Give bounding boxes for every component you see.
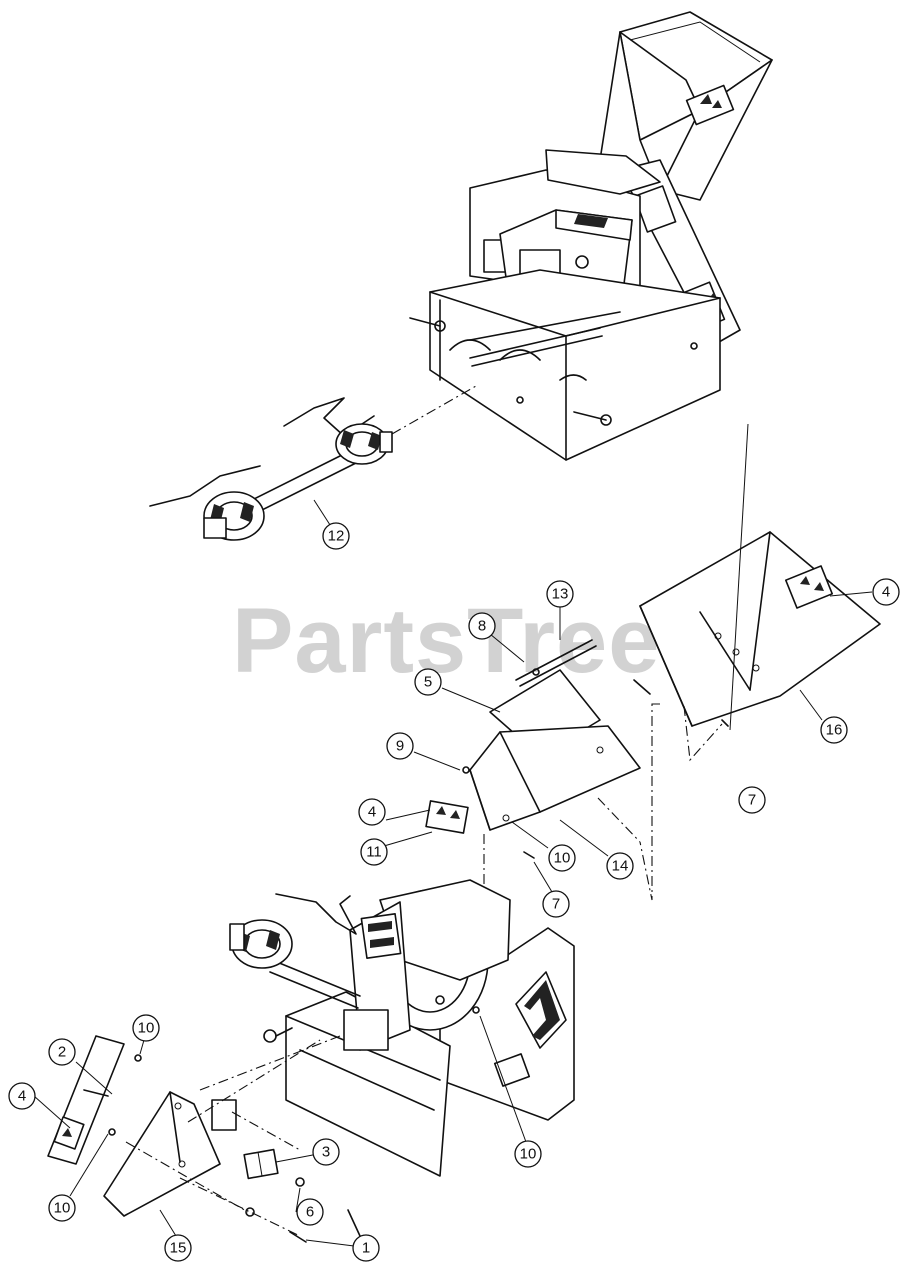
callout-9: 9 [386, 732, 414, 760]
callout-5: 5 [414, 668, 442, 696]
svg-text:10: 10 [54, 1200, 71, 1217]
svg-text:10: 10 [554, 850, 571, 867]
callout-4-decal: 4 [358, 798, 386, 826]
svg-text:6: 6 [306, 1204, 314, 1221]
svg-text:10: 10 [520, 1146, 537, 1163]
svg-text:13: 13 [552, 586, 569, 603]
svg-text:4: 4 [368, 804, 376, 821]
callout-16: 16 [820, 716, 848, 744]
callout-11: 11 [360, 838, 388, 866]
callout-4-hopper: 4 [872, 578, 900, 606]
watermark: PartsTree TM [232, 590, 688, 692]
callout-4-strip: 4 [8, 1082, 36, 1110]
exploded-upper-parts [425, 531, 881, 920]
svg-text:16: 16 [826, 722, 843, 739]
svg-text:4: 4 [882, 584, 890, 601]
svg-text:2: 2 [58, 1044, 66, 1061]
svg-text:1: 1 [362, 1240, 370, 1257]
svg-text:9: 9 [396, 738, 404, 755]
svg-text:12: 12 [328, 528, 345, 545]
callout-12: 12 [322, 522, 350, 550]
callout-2: 2 [48, 1038, 76, 1066]
svg-text:11: 11 [366, 844, 382, 861]
callout-14: 14 [606, 852, 634, 880]
svg-text:14: 14 [612, 858, 629, 875]
callouts: 12 13 8 4 5 16 9 7 4 11 10 14 7 10 2 4 1… [8, 522, 900, 1262]
callout-7-mid: 7 [542, 890, 570, 918]
svg-text:7: 7 [552, 896, 560, 913]
callout-13: 13 [546, 580, 574, 608]
frame-bolts [409, 317, 698, 426]
callout-15: 15 [164, 1234, 192, 1262]
bottom-chipper-assembly [211, 879, 575, 1177]
callout-10-body: 10 [514, 1140, 542, 1168]
top-chipper-assembly [409, 11, 773, 461]
callout-3: 3 [312, 1138, 340, 1166]
callout-6: 6 [296, 1198, 324, 1226]
svg-text:15: 15 [170, 1240, 187, 1257]
svg-text:10: 10 [138, 1020, 155, 1037]
pto-driveshaft [149, 397, 393, 541]
watermark-text: PartsTree [232, 590, 660, 692]
svg-text:5: 5 [424, 674, 432, 691]
callout-10-left: 10 [48, 1194, 76, 1222]
svg-text:8: 8 [478, 618, 486, 635]
exploded-lower-parts [47, 1035, 361, 1243]
callout-7-right: 7 [738, 786, 766, 814]
svg-text:7: 7 [748, 792, 756, 809]
callout-8: 8 [468, 612, 496, 640]
callout-10-top: 10 [132, 1014, 160, 1042]
svg-text:3: 3 [322, 1144, 330, 1161]
leader-lines [33, 423, 873, 1247]
callout-1: 1 [352, 1234, 380, 1262]
svg-text:4: 4 [18, 1088, 26, 1105]
callout-10-chute: 10 [548, 844, 576, 872]
